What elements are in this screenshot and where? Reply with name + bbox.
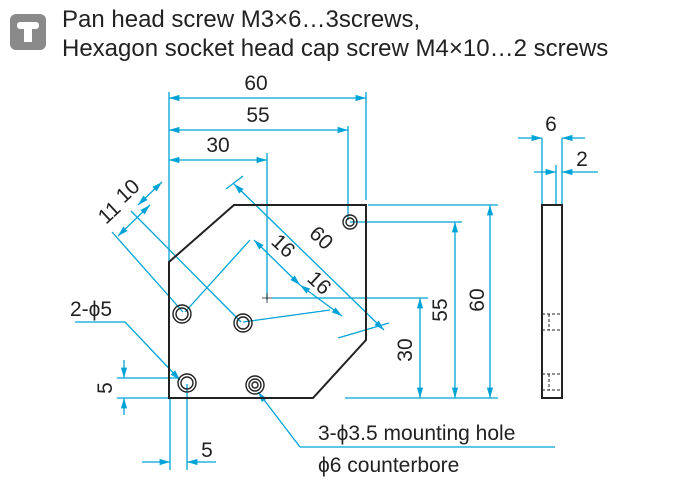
dim-side-6: 6 — [545, 113, 557, 136]
dim-top-30: 30 — [206, 134, 229, 157]
center-marks — [262, 293, 272, 303]
counterbore-label: ϕ6 counterbore — [318, 454, 459, 477]
dim-side-2: 2 — [576, 148, 588, 171]
dimension-lines — [75, 92, 598, 470]
dim-diag-60: 60 — [305, 222, 338, 255]
holes-label: 2-ϕ5 — [70, 298, 112, 321]
side-view — [541, 204, 563, 399]
dim-top-55: 55 — [246, 104, 269, 127]
dim-top-60: 60 — [244, 72, 267, 95]
dim-bottom-5: 5 — [201, 439, 213, 462]
dim-left-5: 5 — [94, 382, 117, 394]
mounting-hole-label: 3-ϕ3.5 mounting hole — [318, 422, 515, 445]
dim-right-60: 60 — [466, 288, 489, 311]
header-title-line2: Hexagon socket head cap screw M4×10…2 sc… — [62, 35, 609, 62]
screw-icon — [10, 14, 46, 50]
dim-right-55: 55 — [429, 298, 452, 321]
header-title-line1: Pan head screw M3×6…3screws, — [62, 6, 421, 33]
dim-diag-16b: 16 — [303, 267, 336, 300]
dim-right-30: 30 — [394, 338, 417, 361]
holes — [172, 214, 358, 395]
plate-outline — [168, 204, 367, 399]
